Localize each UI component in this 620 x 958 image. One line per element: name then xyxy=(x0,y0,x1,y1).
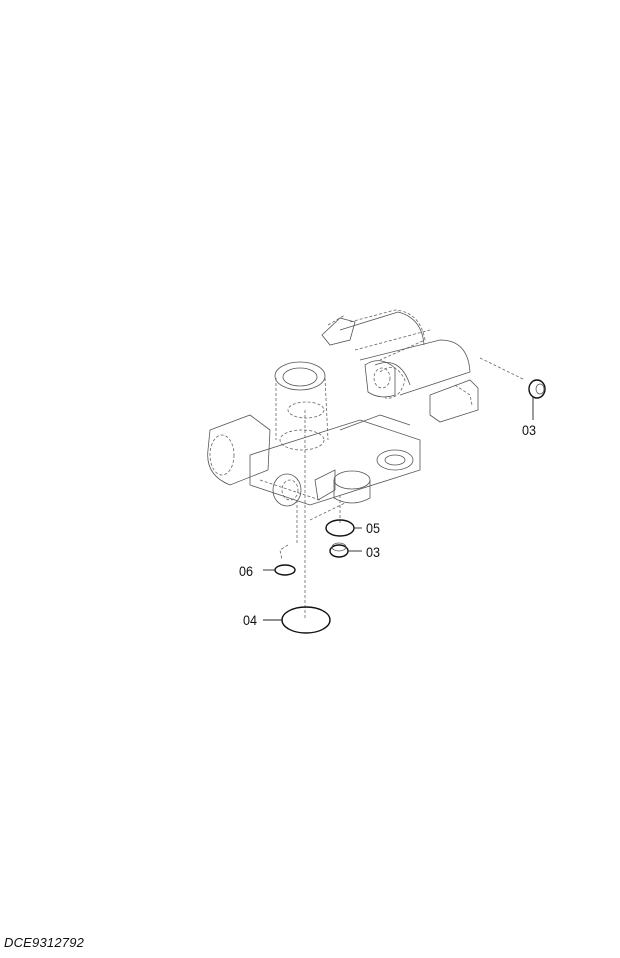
solenoid-upper xyxy=(339,309,431,361)
valve-body xyxy=(207,360,421,507)
o-ring-06 xyxy=(263,564,296,576)
solenoid-lower xyxy=(359,339,471,399)
callout-05: 05 xyxy=(366,520,381,536)
connector-block xyxy=(429,379,479,423)
o-ring-04 xyxy=(263,606,331,634)
assembly-centerlines xyxy=(279,357,526,620)
callout-03-upper: 03 xyxy=(522,422,537,438)
plug-03-upper xyxy=(528,379,546,420)
callout-06: 06 xyxy=(239,563,254,579)
callout-03-lower: 03 xyxy=(366,544,381,560)
top-connector xyxy=(321,314,356,346)
callout-04: 04 xyxy=(243,612,258,628)
o-ring-05 xyxy=(325,519,362,537)
drawing-id: DCE9312792 xyxy=(4,935,85,950)
plug-03-lower xyxy=(329,542,362,558)
